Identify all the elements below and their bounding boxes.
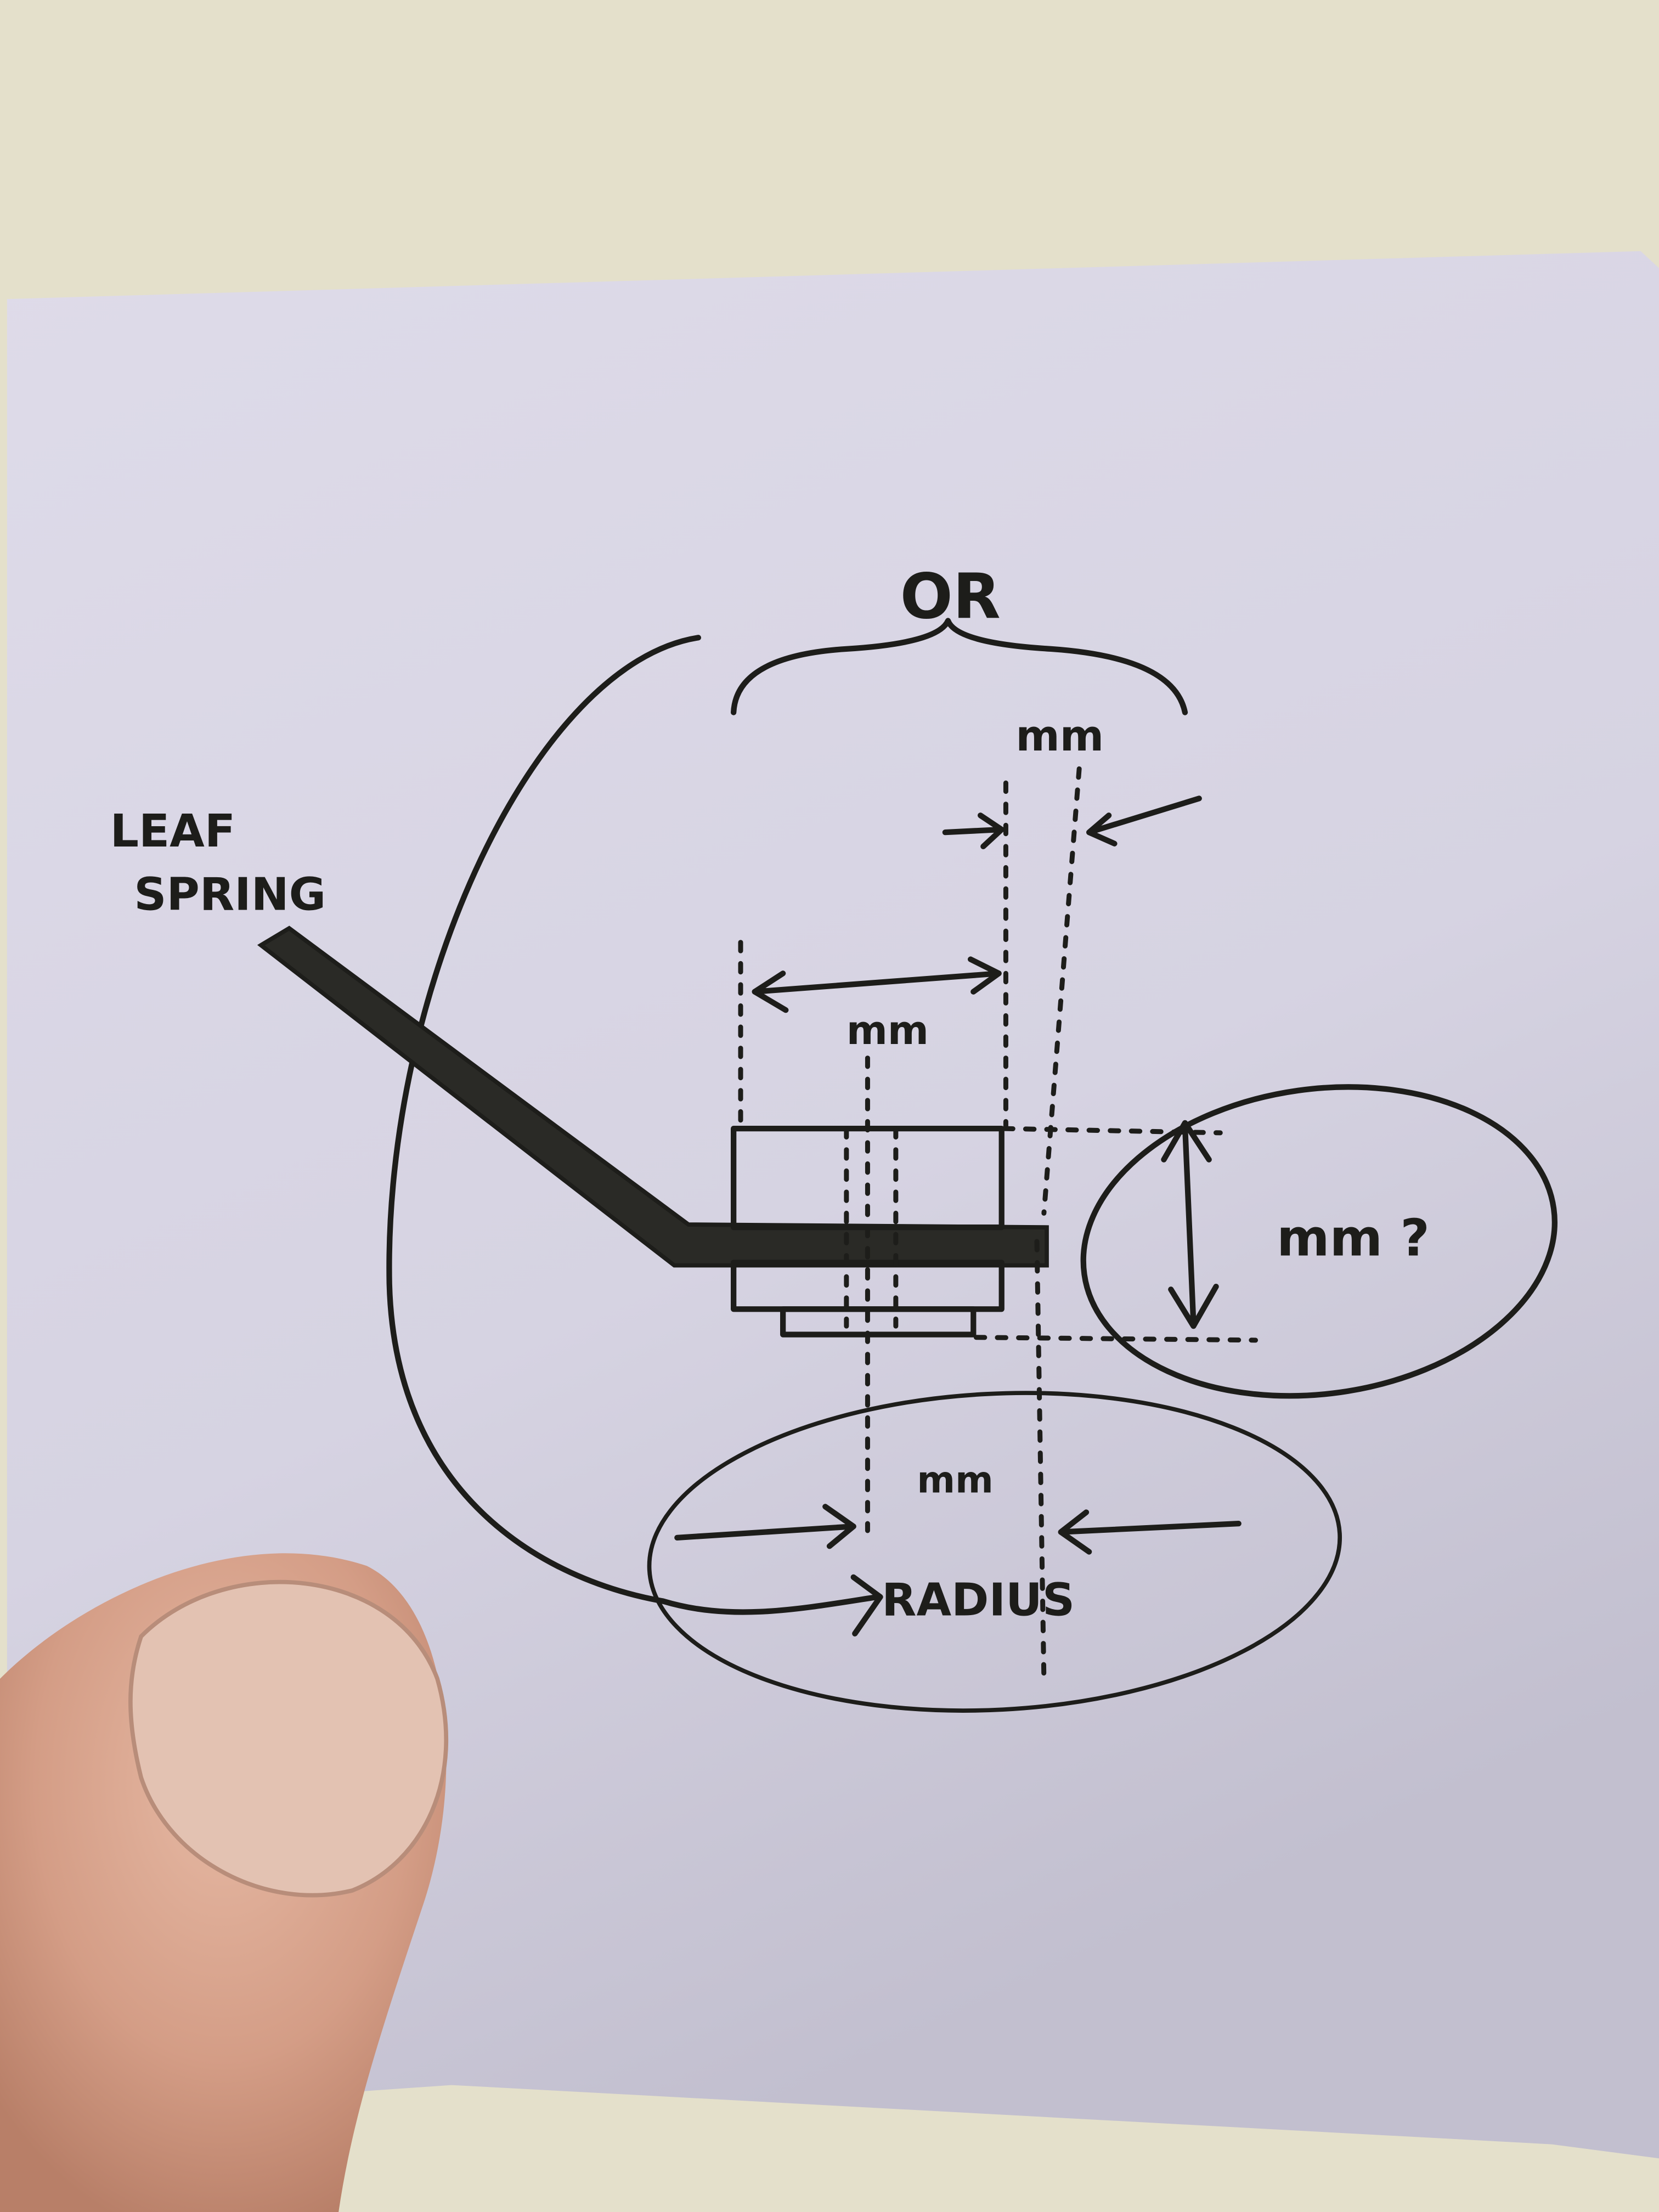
thumbnail — [128, 1579, 449, 1898]
radius-arrows — [660, 1504, 1242, 1637]
mm-top-label: mm — [1015, 712, 1104, 761]
width-arrow — [752, 956, 1002, 1013]
leaf-spring-drawing — [257, 926, 1049, 1268]
leaf-spring-label: LEAF SPRING — [110, 805, 326, 921]
connector-curve — [386, 635, 701, 1604]
spring-label: SPRING — [134, 869, 326, 921]
mm-bottom-label: mm — [917, 1459, 993, 1502]
radius-callout-ellipse — [647, 1391, 1342, 1713]
height-arrow — [1161, 1120, 1219, 1329]
mm-middle-label: mm — [847, 1007, 929, 1053]
mm-height-label: mm ? — [1277, 1209, 1430, 1268]
thumb — [0, 1553, 449, 2212]
gap-arrows — [942, 795, 1202, 849]
or-brace — [731, 618, 1188, 715]
radius-label: RADIUS — [882, 1574, 1075, 1626]
leaf-label: LEAF — [110, 805, 235, 857]
height-callout-ellipse — [1080, 1084, 1558, 1399]
base-plate — [780, 1306, 977, 1338]
